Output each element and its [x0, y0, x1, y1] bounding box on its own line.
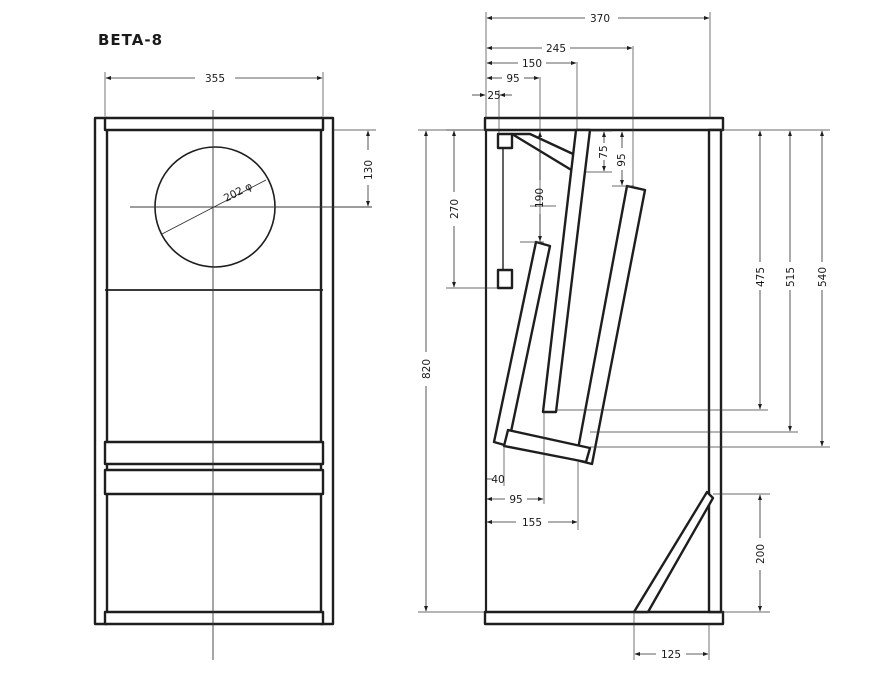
inner-baffle	[541, 128, 592, 414]
speaker-hole-diameter-label: 202 φ	[222, 180, 255, 204]
dim-540: 540	[817, 267, 829, 287]
dim-95-top: 95	[506, 73, 519, 85]
front-bottom-panel	[103, 610, 325, 626]
diameter-leader	[161, 179, 267, 235]
speaker-offset-dim: 130	[363, 160, 375, 180]
baffle-block-top	[496, 132, 514, 150]
dim-75: 75	[598, 145, 610, 158]
dim-200: 200	[755, 544, 767, 564]
dim-820: 820	[421, 359, 433, 379]
side-top-panel	[483, 116, 725, 132]
front-right-panel	[319, 116, 335, 626]
dim-475: 475	[755, 267, 767, 287]
dim-25: 25	[487, 90, 500, 102]
front-top-panel	[103, 116, 325, 132]
bottom-connector-board	[502, 428, 592, 464]
side-rear-panel	[707, 128, 723, 614]
side-depth-dim: 370	[590, 13, 610, 25]
dim-190: 190	[534, 188, 546, 208]
front-brace-upper	[103, 440, 325, 466]
dim-95-bottom: 95	[509, 494, 522, 506]
side-bottom-panel	[483, 610, 725, 626]
dim-40: 40	[491, 474, 504, 486]
angled-rear-board	[574, 184, 647, 466]
dim-125: 125	[661, 649, 681, 661]
dim-155: 155	[522, 517, 542, 529]
side-view: 370 245 150 95 25 75 95 270	[418, 12, 830, 661]
front-view: 202 φ 355 130	[93, 72, 376, 660]
front-width-dim: 355	[205, 73, 225, 85]
dim-95-right: 95	[616, 153, 628, 166]
baffle-block-bottom	[496, 268, 514, 290]
front-left-panel	[93, 116, 109, 626]
dim-245: 245	[546, 43, 566, 55]
dim-515: 515	[785, 267, 797, 287]
rear-corner-brace	[632, 490, 715, 614]
front-brace-lower	[103, 468, 325, 496]
dim-150: 150	[522, 58, 542, 70]
dim-270: 270	[449, 199, 461, 219]
drawing-title: BETA-8	[98, 31, 163, 49]
